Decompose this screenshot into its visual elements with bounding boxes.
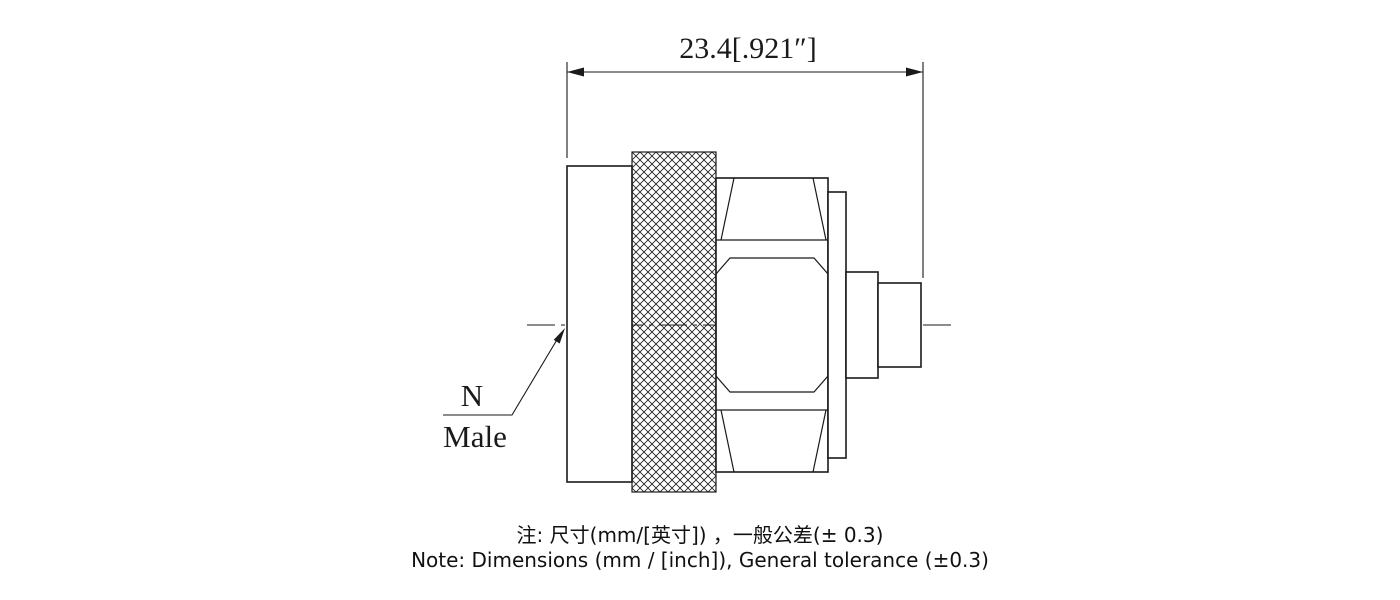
connector-series-label: N <box>461 378 483 413</box>
cable-entry-stub <box>877 282 922 368</box>
knurl-pattern <box>632 152 716 492</box>
rear-flange <box>827 191 847 459</box>
connector-gender-label: Male <box>443 419 507 454</box>
note-line-english: Note: Dimensions (mm / [inch]), General … <box>411 548 989 572</box>
note-line-chinese: 注: 尺寸(mm/[英寸]) ，一般公差(± 0.3) <box>517 523 884 547</box>
hex-top-face-chamfers <box>720 177 827 241</box>
hex-body <box>715 177 829 473</box>
hex-bottom-face-chamfers <box>720 409 827 473</box>
dimension-label: 23.4[.921″] <box>679 32 816 65</box>
dimension-arrow-right-icon <box>906 67 923 77</box>
leader-arrow-icon <box>553 328 565 344</box>
dimension-arrow-left-icon <box>567 67 584 77</box>
leader-line <box>443 332 562 416</box>
connector-front-shell <box>566 165 633 483</box>
rear-cylinder <box>845 271 879 379</box>
